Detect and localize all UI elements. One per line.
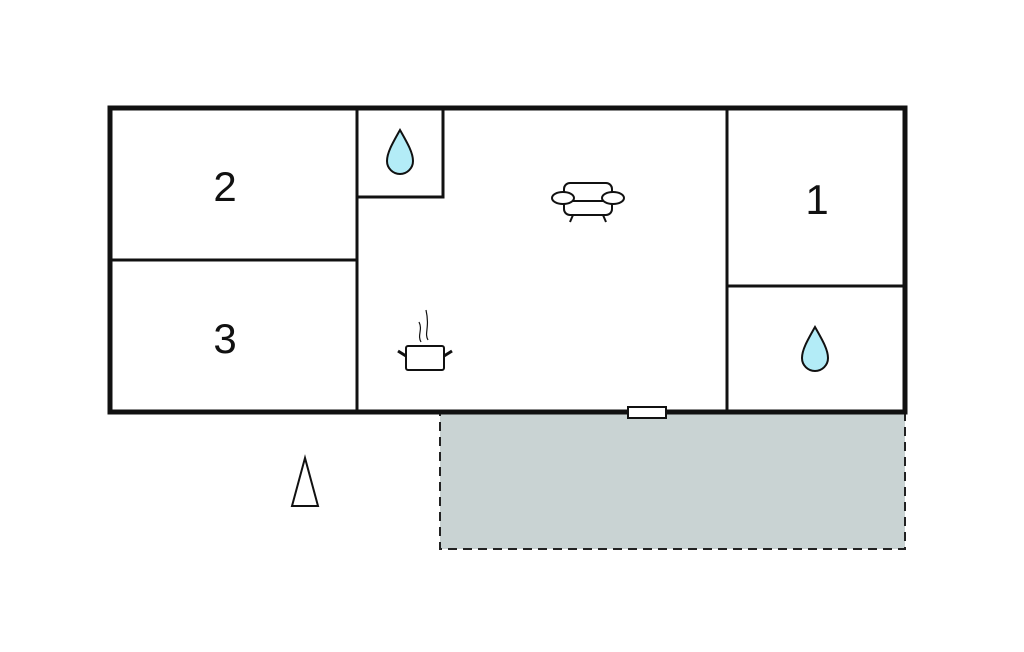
water-drop-icon bbox=[800, 324, 830, 372]
entrance-door bbox=[627, 406, 667, 419]
sofa-icon bbox=[551, 182, 625, 223]
water-drop-icon bbox=[385, 127, 415, 175]
inner-walls bbox=[110, 108, 905, 412]
room-label-3: 3 bbox=[213, 315, 236, 362]
room-label-1: 1 bbox=[805, 176, 828, 223]
terrace bbox=[439, 411, 906, 550]
room-label-2: 2 bbox=[213, 163, 236, 210]
cooking-pot-icon bbox=[397, 309, 453, 371]
north-arrow-icon bbox=[290, 454, 320, 507]
